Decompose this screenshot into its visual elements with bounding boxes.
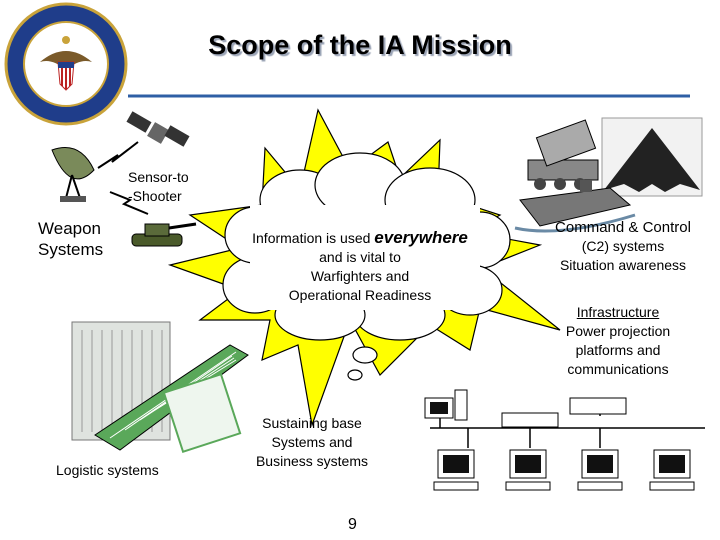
slide-title: Scope of the IA Mission — [208, 30, 512, 60]
cloud-line: and is vital to — [319, 249, 401, 265]
sustaining-base-label: Sustaining base Systems and Business sys… — [232, 414, 392, 471]
sensor-to-shooter-label: Sensor-to -Shooter — [128, 168, 189, 206]
tank-icon — [131, 222, 197, 247]
everywhere-emphasis: everywhere — [374, 228, 468, 247]
sustain-label-line: Systems and — [271, 434, 353, 450]
dod-seal-logo — [4, 2, 128, 126]
cloud-interior — [250, 205, 480, 310]
missile-launcher-icon — [527, 119, 599, 190]
desktop-computer-icon — [505, 449, 551, 491]
weapon-label-line: Weapon — [38, 219, 102, 238]
printer-paper-icon — [94, 344, 249, 454]
infra-label-line: Power projection — [565, 323, 671, 339]
server-unit-icon — [569, 397, 627, 415]
cloud-text: Information is used everywhere and is vi… — [228, 228, 492, 305]
c2-label-line: Situation awareness — [559, 257, 687, 273]
sensor-label-line: -Shooter — [128, 188, 182, 204]
stealth-bomber-icon — [601, 117, 703, 197]
cloud-line-part: Information is used — [252, 230, 375, 246]
lightning-bolt-icon — [109, 191, 149, 215]
desktop-computer-icon — [424, 389, 468, 421]
cloud-line: Warfighters and — [310, 268, 410, 284]
aircraft-carrier-icon — [514, 180, 636, 233]
weapon-systems-label: Weapon Systems — [38, 218, 103, 260]
sustain-label-line: Sustaining base — [262, 415, 362, 431]
server-unit-icon — [501, 412, 559, 428]
desktop-computer-icon — [433, 449, 479, 491]
satellite-dish-icon — [51, 147, 95, 202]
desktop-computer-icon — [577, 449, 623, 491]
weapon-label-line: Systems — [38, 240, 104, 259]
c2-label-line: (C2) systems — [581, 238, 665, 254]
cloud-line: Operational Readiness — [288, 287, 432, 303]
sustain-label-line: Business systems — [255, 453, 369, 469]
infra-label-line: communications — [567, 361, 669, 377]
c2-label-line: Command & Control — [555, 219, 691, 236]
infra-label-line: Infrastructure — [576, 304, 660, 320]
lightning-bolt-icon — [97, 141, 139, 169]
desktop-computer-icon — [649, 449, 695, 491]
logistic-systems-label: Logistic systems — [56, 462, 159, 478]
satellite-icon — [126, 111, 190, 147]
cloud-line: Information is used everywhere — [228, 228, 492, 248]
c2-systems-label: Command & Control (C2) systems Situation… — [530, 218, 716, 275]
infrastructure-label: Infrastructure Power projection platform… — [540, 303, 696, 379]
infra-label-line: platforms and — [575, 342, 661, 358]
sensor-label-line: Sensor-to — [128, 169, 189, 185]
network-diagram-icon — [430, 398, 705, 448]
page-number: 9 — [348, 516, 357, 533]
